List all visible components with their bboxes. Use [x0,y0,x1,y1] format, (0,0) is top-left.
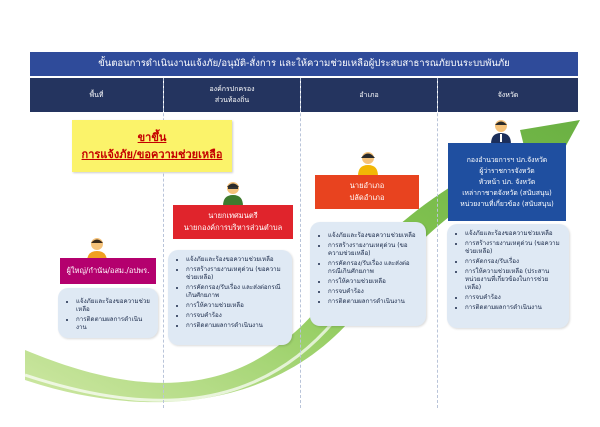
person-icon [223,182,243,206]
step-title: ขาขึ้น การแจ้งภัย/ขอความช่วยเหลือ [72,120,232,172]
role-label: ผู้ใหญ่/กำนัน/อสม./อปพร. [66,266,150,275]
info-box-province: แจ้งภัยและร้องขอความช่วยเหลือ การสร้างรา… [447,224,569,328]
list-item: การคัดกรอง/รับเรื่อง [465,258,561,266]
column-divider [163,78,165,408]
info-box-district: แจ้งภัยและร้องขอความช่วยเหลือ การสร้างรา… [310,222,426,326]
step-title-line1: ขาขึ้น [137,131,167,144]
role-area: ผู้ใหญ่/กำนัน/อสม./อปพร. [60,258,156,284]
role-local: นายกเทศมนตรี นายกองค์การบริหารส่วนตำบล [173,205,293,239]
role-district: นายอำเภอ ปลัดอำเภอ [315,175,419,209]
column-header-district: อำเภอ [301,78,437,112]
list-item: การคัดกรอง/รับเรื่อง และส่งต่อกรณีเกินศั… [186,284,284,300]
role-label: นายอำเภอ [349,181,385,190]
list-item: แจ้งภัยและร้องขอความช่วยเหลือ [76,298,150,314]
page-title: ขั้นตอนการดำเนินงานแจ้งภัย/อนุมัติ-สั่งก… [30,52,578,76]
column-header-local: องค์กรปกครอง ส่วนท้องถิ่น [164,78,300,112]
column-header-label-2: ส่วนท้องถิ่น [214,96,250,104]
list-item: การจบคำร้อง [465,294,561,302]
list-item: การจบคำร้อง [186,312,284,320]
role-label-2: ผู้ว่าราชการจังหวัด [479,166,535,175]
list-item: แจ้งภัยและร้องขอความช่วยเหลือ [186,256,284,264]
info-box-area: แจ้งภัยและร้องขอความช่วยเหลือ การติดตามผ… [58,288,158,338]
column-header-area: พื้นที่ [30,78,163,112]
column-header-province: จังหวัด [438,78,578,112]
info-box-local: แจ้งภัยและร้องขอความช่วยเหลือ การสร้างรา… [168,250,292,345]
list-item: การให้ความช่วยเหลือ [328,278,418,286]
list-item: การสร้างรายงานเหตุด่วน (ขอความช่วยเหลือ) [328,242,418,258]
role-label-2: นายกองค์การบริหารส่วนตำบล [183,223,283,232]
list-item: การติดตามผลการดำเนินงาน [186,322,284,330]
list-item: การให้ความช่วยเหลือ [186,302,284,310]
column-header-label: อำเภอ [359,90,379,99]
list-item: การให้ความช่วยเหลือ (ประสานหน่วยงานที่เก… [465,268,561,292]
column-divider [437,78,439,408]
role-label-2: ปลัดอำเภอ [349,193,385,202]
column-header-label: องค์กรปกครอง [209,85,255,93]
list-item: การคัดกรอง/รับเรื่อง และส่งต่อกรณีเกินศั… [328,260,418,276]
list-item: แจ้งภัยและร้องขอความช่วยเหลือ [465,230,561,238]
column-header-label: จังหวัด [497,90,519,99]
list-item: การสร้างรายงานเหตุด่วน (ขอความช่วยเหลือ) [186,266,284,282]
list-item: การติดตามผลการดำเนินงาน [76,316,150,332]
upward-flow-arrow [25,120,580,403]
role-label-5: หน่วยงานที่เกี่ยวข้อง (สนับสนุน) [460,199,554,208]
list-item: การติดตามผลการดำเนินงาน [465,304,561,312]
person-icon [358,152,378,176]
list-item: การจบคำร้อง [328,288,418,296]
person-icon [491,120,511,144]
list-item: การติดตามผลการดำเนินงาน [328,298,418,306]
list-item: แจ้งภัยและร้องขอความช่วยเหลือ [328,232,418,240]
role-label: นายกเทศมนตรี [208,211,258,220]
step-title-line2: การแจ้งภัย/ขอความช่วยเหลือ [81,148,223,161]
column-header-label: พื้นที่ [89,90,104,99]
column-divider [300,78,302,408]
list-item: การสร้างรายงานเหตุด่วน (ขอความช่วยเหลือ) [465,240,561,256]
role-province: กองอำนวยการฯ ปภ.จังหวัด ผู้ว่าราชการจังห… [448,143,566,221]
role-label-4: เหล่ากาชาดจังหวัด (สนับสนุน) [462,188,552,197]
role-label-3: หัวหน้า ปภ. จังหวัด [478,177,536,186]
role-label: กองอำนวยการฯ ปภ.จังหวัด [466,155,548,164]
